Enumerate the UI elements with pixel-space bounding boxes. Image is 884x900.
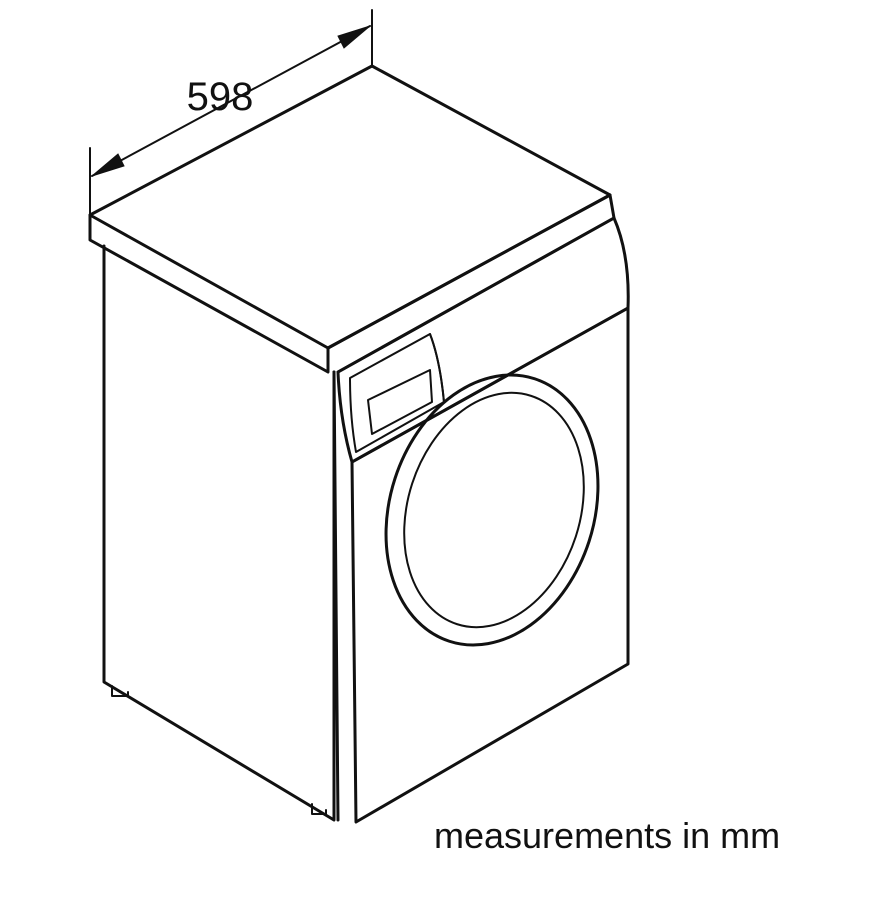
- foot-left: [111, 685, 129, 697]
- detergent-drawer: [349, 333, 445, 453]
- width-dimension-label: 598: [187, 75, 254, 119]
- dimension-line: [91, 25, 371, 177]
- dimension-arrowhead-right: [337, 25, 371, 49]
- foot-front: [311, 803, 327, 815]
- width-dimension: 598: [89, 9, 373, 216]
- side-panel: [102, 244, 336, 822]
- washing-machine: [88, 64, 630, 824]
- front-panel: [350, 306, 630, 824]
- worktop-left-edge: [88, 213, 330, 374]
- dimension-arrowhead-left: [91, 153, 125, 177]
- worktop-front-edge: [326, 193, 616, 374]
- measurement-unit-caption: measurements in mm: [434, 815, 780, 856]
- door-inner-ring: [403, 391, 585, 629]
- display-window: [367, 369, 433, 435]
- front-corner-line: [332, 370, 340, 822]
- drawer-split-line: [429, 333, 445, 403]
- worktop-top-face: [88, 64, 612, 350]
- door-outer-ring: [384, 373, 600, 647]
